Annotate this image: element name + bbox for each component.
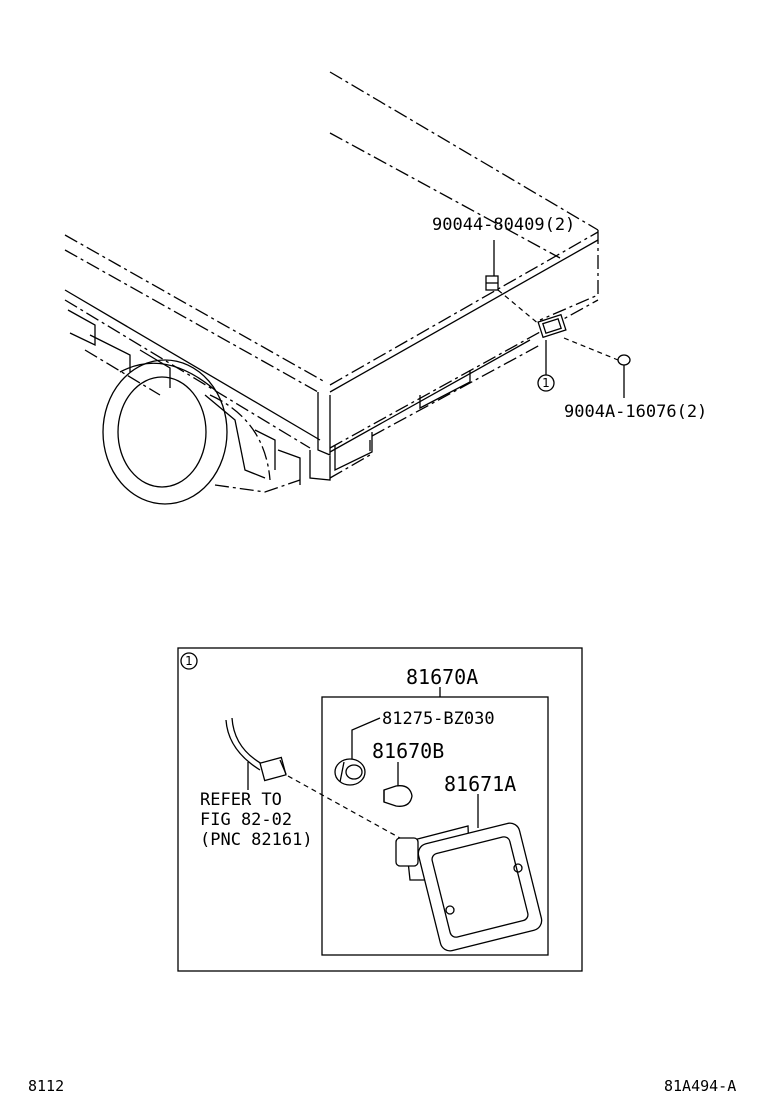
socket-icon	[334, 758, 366, 786]
wire-harness-icon	[225, 717, 287, 782]
part-label-lamp: 81671A	[444, 772, 516, 796]
assembly-frame	[321, 696, 549, 956]
drawing-code: 81A494-A	[664, 1077, 736, 1095]
detail-frame	[177, 647, 583, 972]
dashed-guide-harness	[287, 775, 401, 839]
screw-icon	[617, 354, 631, 372]
callout-number: 1	[542, 376, 550, 390]
part-label-assembly: 81670A	[406, 665, 478, 689]
reference-line-2: FIG 82-02	[200, 810, 292, 830]
dashed-guide-clip	[497, 289, 541, 326]
part-label-socket: 81275-BZ030	[382, 709, 495, 729]
page-code: 8112	[28, 1077, 64, 1095]
part-label-bulb: 81670B	[372, 739, 444, 763]
bulb-icon	[383, 785, 413, 807]
detail-callout-number: 1	[185, 654, 193, 668]
detail-callout-circle	[180, 652, 198, 670]
dashed-guide-screw	[563, 337, 619, 361]
clip-nut-icon	[485, 275, 499, 291]
reference-line-3: (PNC 82161)	[200, 830, 313, 850]
callout-circle	[537, 374, 555, 392]
part-label-clip-nut: 90044-80409(2)	[432, 215, 575, 235]
reference-line-1: REFER TO	[200, 790, 282, 810]
part-label-screw: 9004A-16076(2)	[564, 402, 707, 422]
truck-illustration	[64, 71, 599, 505]
lamp-icon	[395, 822, 543, 952]
lamp-on-truck-icon	[537, 313, 567, 339]
leader-socket	[351, 717, 381, 759]
